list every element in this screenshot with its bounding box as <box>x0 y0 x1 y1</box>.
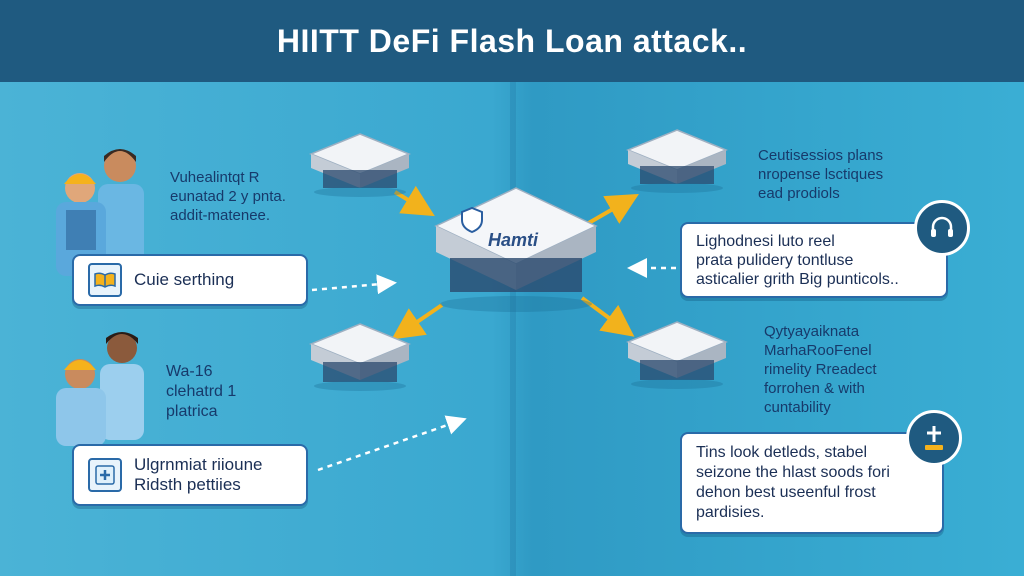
center-divider <box>510 82 516 576</box>
page-title: HIITT DeFi Flash Loan attack.. <box>276 22 748 59</box>
right-top-text: Ceutisessios plans nropense lsctiques ea… <box>758 147 884 202</box>
hub-shield-icon <box>461 206 483 234</box>
left-top-card-label: Cuie serthing <box>134 270 235 289</box>
right-bottom-card: Tins look detleds, stabel seizone the hl… <box>680 432 944 534</box>
hub-label: Hamti <box>488 230 539 250</box>
people-illustration-bottom <box>56 332 144 446</box>
server-node-bottom-right <box>626 321 728 389</box>
headset-icon <box>914 200 970 256</box>
server-node-bottom-left <box>309 323 411 391</box>
medical-cross-icon <box>906 410 962 466</box>
left-bottom-card-label: Ulgrnmiat riioune Ridsth pettiies <box>134 455 263 494</box>
open-book-icon <box>88 263 122 297</box>
shield-plus-icon <box>88 458 122 492</box>
left-top-text: Vuhealintqt R eunatad 2 y pnta. addit-ma… <box>170 169 286 224</box>
server-node-top-right <box>626 129 728 193</box>
server-node-top-left <box>309 133 411 197</box>
left-bottom-text: Wa-16 clehatrd 1 platrica <box>166 363 237 420</box>
left-top-card: Cuie serthing <box>72 254 308 306</box>
right-top-card-label: Lighodnesi luto reel prata pulidery tont… <box>696 232 899 288</box>
left-bottom-card: Ulgrnmiat riioune Ridsth pettiies <box>72 444 308 506</box>
right-bottom-text: Qytyayaiknata MarhaRooFenel rimelity Rre… <box>764 323 877 416</box>
right-bottom-card-label: Tins look detleds, stabel seizone the hl… <box>696 444 890 521</box>
right-top-card: Lighodnesi luto reel prata pulidery tont… <box>680 222 948 298</box>
title-bar: HIITT DeFi Flash Loan attack.. <box>0 0 1024 82</box>
central-hub-node <box>434 187 598 312</box>
